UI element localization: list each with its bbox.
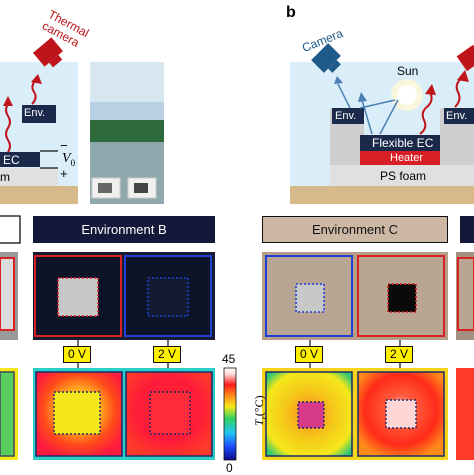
panel-a-minus-sign: − [60, 138, 68, 153]
panel-b-heater [360, 151, 460, 165]
panel-a-env-label: Env. [24, 107, 46, 119]
panel-b-heat-wave-1 [419, 91, 433, 135]
env-d-sample [457, 257, 474, 331]
env-d-thermal [456, 368, 474, 460]
panel-a-ec-strip [0, 152, 40, 167]
panel-b-env-label-right: Env. [446, 110, 468, 122]
env-b-ec-0v [57, 277, 99, 317]
env-c-thermal-ec-2v [385, 399, 417, 429]
panel-b-env-box-right [444, 108, 474, 124]
env-c-thermal-ec-0v [297, 401, 325, 429]
colorbar-max-label: 45 [222, 352, 236, 366]
reflect-arrow-1 [337, 83, 351, 109]
panel-a-voltage-label: V0 [62, 151, 75, 168]
panel-a-env-box [22, 105, 56, 123]
env-a-thermal-sample [0, 371, 15, 457]
thermal-camera-right-icon [456, 44, 474, 72]
panel-a-foam [0, 168, 58, 186]
sun-ray-2 [359, 99, 396, 109]
tag-connectors [77, 340, 401, 368]
panel-a-heat-arrowhead-2 [31, 74, 42, 84]
colorbar-axis-label: Tr(°C) [252, 395, 268, 426]
env-b-thermal-ec-0v [53, 391, 101, 435]
sun-icon [397, 85, 417, 105]
panel-b-heat-wave-2 [454, 77, 463, 108]
roof-photo-sample-1-center [98, 183, 112, 193]
voltage-tag-b-0v: 0 V [63, 346, 92, 363]
heater-label: Heater [390, 152, 424, 164]
roof-photo-sky [90, 62, 164, 102]
panel-b-heat-arrowhead-1 [425, 84, 436, 95]
env-b-ec-2v [147, 277, 189, 317]
panel-a-heat-arrowhead-1 [3, 96, 13, 106]
reflect-arrowhead-2 [358, 92, 367, 102]
env-b-thermal-ec-2v [149, 391, 191, 435]
thermal-camera-icon [33, 37, 63, 68]
colorbar-axis-sub: r [259, 416, 269, 420]
panel-b-heat-arrowhead-2 [457, 70, 469, 82]
env-c-header: Environment C [262, 216, 448, 243]
env-d-header [460, 216, 474, 243]
panel-a-heat-wave-2 [31, 79, 37, 105]
panel-b-letter: b [286, 4, 296, 21]
voltage-tag-c-2v: 2 V [385, 346, 414, 363]
env-a-header [0, 215, 21, 244]
sun-label: Sun [397, 64, 419, 78]
env-c-ec-2v [387, 283, 417, 313]
reflect-arrow-2 [361, 99, 373, 135]
voltage-tag-c-0v: 0 V [295, 346, 324, 363]
flexible-ec-label: Flexible EC [372, 136, 434, 150]
panel-a-ground [0, 186, 78, 204]
roof-photo-sample-2-center [134, 183, 148, 193]
panel-b-ground [290, 186, 474, 204]
roof-photo-wall [90, 120, 164, 142]
panel-a-voltage-v: V [62, 151, 71, 166]
colorbar [223, 367, 237, 461]
panel-a-ec-label: EC [3, 153, 20, 167]
colorbar-axis-unit: (°C) [252, 395, 266, 417]
panel-b-foam [330, 165, 474, 186]
ps-foam-label: PS foam [380, 169, 427, 183]
panel-a-voltage-sub: 0 [70, 157, 76, 168]
voltage-tag-b-2v: 2 V [153, 346, 182, 363]
panel-a-plus-sign: + [60, 166, 68, 181]
panel-a-heat-wave-1 [5, 103, 11, 153]
colorbar-axis-T: T [252, 419, 266, 426]
env-c-ec-0v [295, 283, 325, 313]
colorbar-min-label: 0 [226, 461, 233, 475]
env-b-header: Environment B [33, 216, 215, 243]
panel-b-env-label: Env. [335, 110, 357, 122]
sun-ray-1 [379, 99, 399, 135]
reflect-arrowhead-1 [334, 76, 343, 84]
panel-b-env-box [332, 108, 364, 124]
panel-b-flexible-ec [360, 135, 460, 151]
env-a-sample [0, 257, 15, 331]
panel-a-foam-label: m [0, 170, 10, 184]
camera-icon [311, 43, 341, 73]
